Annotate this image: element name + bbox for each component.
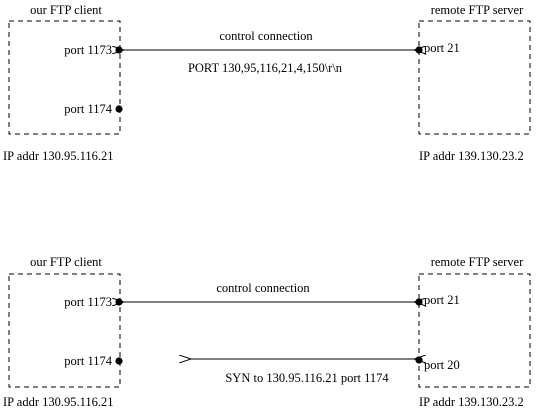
client-port-b-label: port 1174 xyxy=(64,354,113,368)
control-connection-label: control connection xyxy=(216,281,310,295)
server-title: remote FTP server xyxy=(431,255,524,269)
server-port-a-dot xyxy=(415,46,423,54)
client-box xyxy=(8,20,121,135)
client-port-b-label: port 1174 xyxy=(64,102,113,116)
control-connection-label: control connection xyxy=(219,29,313,43)
client-port-a-label: port 1173 xyxy=(64,295,112,309)
server-port-a-label: port 21 xyxy=(424,41,460,55)
server-port-a-dot xyxy=(415,298,423,306)
client-port-a-dot xyxy=(115,298,123,306)
syn-message: SYN to 130.95.116.21 port 1174 xyxy=(225,371,389,385)
client-port-b-dot xyxy=(115,357,123,365)
client-ip-label: IP addr 130.95.116.21 xyxy=(3,395,114,409)
server-box xyxy=(418,273,531,388)
client-port-a-dot xyxy=(115,46,123,54)
port-command-message: PORT 130,95,116,21,4,150\r\n xyxy=(188,61,343,75)
panel-bottom: our FTP client port 1173 port 1174 IP ad… xyxy=(3,255,531,409)
server-box xyxy=(418,20,531,135)
client-port-b-dot xyxy=(115,105,123,113)
server-port-b-label: port 20 xyxy=(424,358,460,372)
server-ip-label: IP addr 139.130.23.2 xyxy=(419,149,524,163)
server-title: remote FTP server xyxy=(431,3,524,17)
client-ip-label: IP addr 130.95.116.21 xyxy=(3,149,114,163)
server-port-b-dot xyxy=(415,356,423,364)
panel-top: our FTP client port 1173 port 1174 IP ad… xyxy=(3,3,531,163)
server-port-a-label: port 21 xyxy=(424,293,460,307)
client-title: our FTP client xyxy=(30,255,102,269)
client-box xyxy=(8,273,121,388)
server-ip-label: IP addr 139.130.23.2 xyxy=(419,395,524,409)
client-title: our FTP client xyxy=(30,3,102,17)
client-port-a-label: port 1173 xyxy=(64,43,112,57)
